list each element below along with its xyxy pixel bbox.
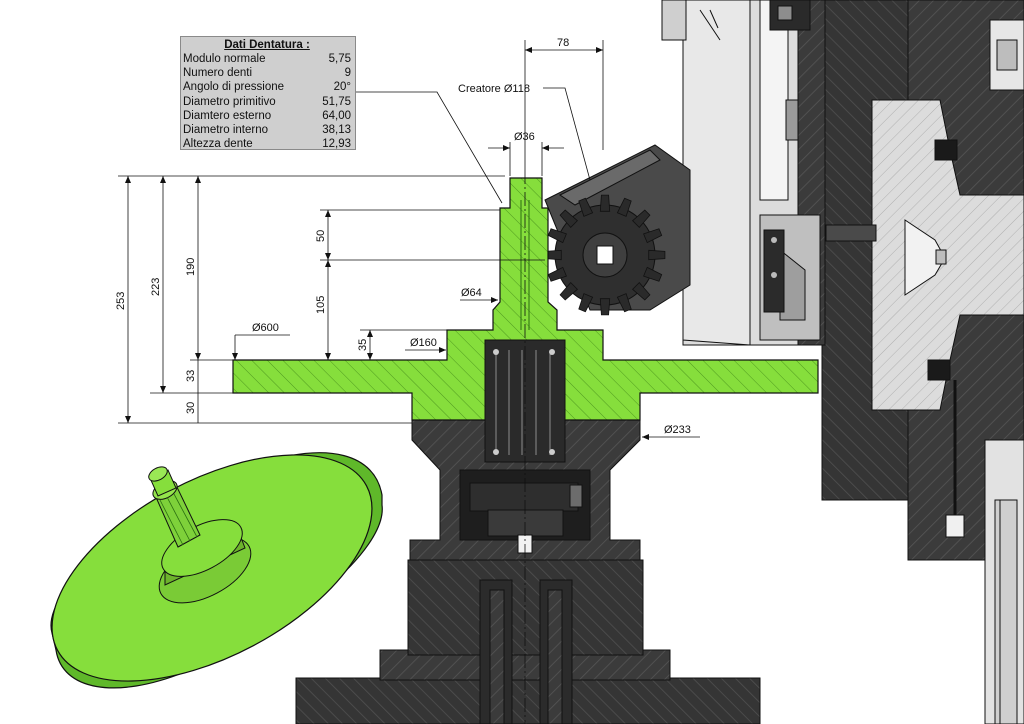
- hob-head-assembly: [661, 0, 1024, 724]
- hob-tooth: [559, 209, 578, 228]
- dim-disk-dia: Ø600: [252, 322, 279, 334]
- dimension-labels: 78 Creatore Ø118 Ø36 Ø64 Ø160 Ø600 Ø233 …: [115, 37, 691, 436]
- gear-data-table: Dati Dentatura : Modulo normale 5,75 Nume…: [180, 36, 356, 150]
- table-row: Numero denti 9: [183, 66, 351, 80]
- row-label: Diametro interno: [183, 123, 269, 136]
- dim-h-35: 35: [357, 339, 369, 351]
- dim-h-253: 253: [115, 292, 127, 310]
- row-label: Altezza dente: [183, 138, 253, 151]
- hob-tooth: [616, 197, 632, 217]
- dim-h-223: 223: [150, 278, 162, 296]
- workpiece-profile: [232, 177, 819, 421]
- hob-tooth: [559, 282, 578, 301]
- table-row: Diametro interno 38,13: [183, 123, 351, 137]
- table-row: Modulo normale 5,75: [183, 52, 351, 66]
- hob-tooth: [632, 209, 651, 228]
- dim-h-50: 50: [315, 230, 327, 242]
- hob-bore: [596, 245, 614, 265]
- dimension-lines: [118, 40, 700, 440]
- dim-hob-label: Creatore Ø118: [458, 83, 530, 95]
- row-value: 51,75: [322, 95, 351, 108]
- fixture-body: [407, 559, 644, 656]
- hob-tooth: [648, 249, 666, 261]
- row-value: 38,13: [322, 123, 351, 136]
- hob-tooth: [643, 228, 663, 244]
- hob-tooth: [643, 266, 663, 282]
- dim-78: 78: [557, 37, 569, 49]
- workpiece-iso-view: [50, 452, 383, 689]
- hob-tooth: [578, 197, 594, 217]
- pinion-flutes: [495, 350, 551, 455]
- hob-tooth: [578, 293, 594, 313]
- dim-base-dia: Ø233: [664, 424, 691, 436]
- table-row: Angolo di pressione 20°: [183, 80, 351, 94]
- row-value: 12,93: [322, 138, 351, 151]
- workpiece-section: [232, 170, 819, 724]
- row-value: 64,00: [322, 109, 351, 122]
- dim-h-30: 30: [185, 402, 197, 414]
- row-value: 5,75: [328, 53, 351, 65]
- hob-tooth: [599, 194, 611, 212]
- table-row: Diametro primitivo 51,75: [183, 95, 351, 109]
- table-row: Altezza dente 12,93: [183, 137, 351, 151]
- dim-pinion-dia: Ø64: [461, 287, 482, 299]
- dim-h-33: 33: [185, 370, 197, 382]
- row-label: Angolo di pressione: [183, 81, 285, 94]
- dim-hub-dia: Ø160: [410, 337, 437, 349]
- hob-tooth: [547, 228, 567, 244]
- dim-h-190: 190: [185, 258, 197, 276]
- gear-data-title: Dati Dentatura :: [224, 39, 310, 51]
- row-label: Numero denti: [183, 67, 253, 80]
- hob-cutter: [544, 144, 691, 316]
- fixture-base-bottom: [295, 677, 761, 724]
- hob-teeth: [544, 194, 666, 316]
- dim-h-105: 105: [315, 296, 327, 314]
- hob-tooth: [616, 293, 632, 313]
- row-label: Diametro primitivo: [183, 95, 276, 108]
- hob-tooth: [599, 298, 611, 316]
- row-value: 20°: [333, 81, 351, 94]
- row-label: Diamtero esterno: [183, 109, 272, 122]
- spindle-cone: [871, 99, 1024, 411]
- dim-shaft-dia: Ø36: [514, 131, 535, 143]
- table-row: Diamtero esterno 64,00: [183, 109, 351, 123]
- row-label: Modulo normale: [183, 53, 266, 65]
- hob-tooth: [632, 282, 651, 301]
- row-value: 9: [344, 67, 351, 80]
